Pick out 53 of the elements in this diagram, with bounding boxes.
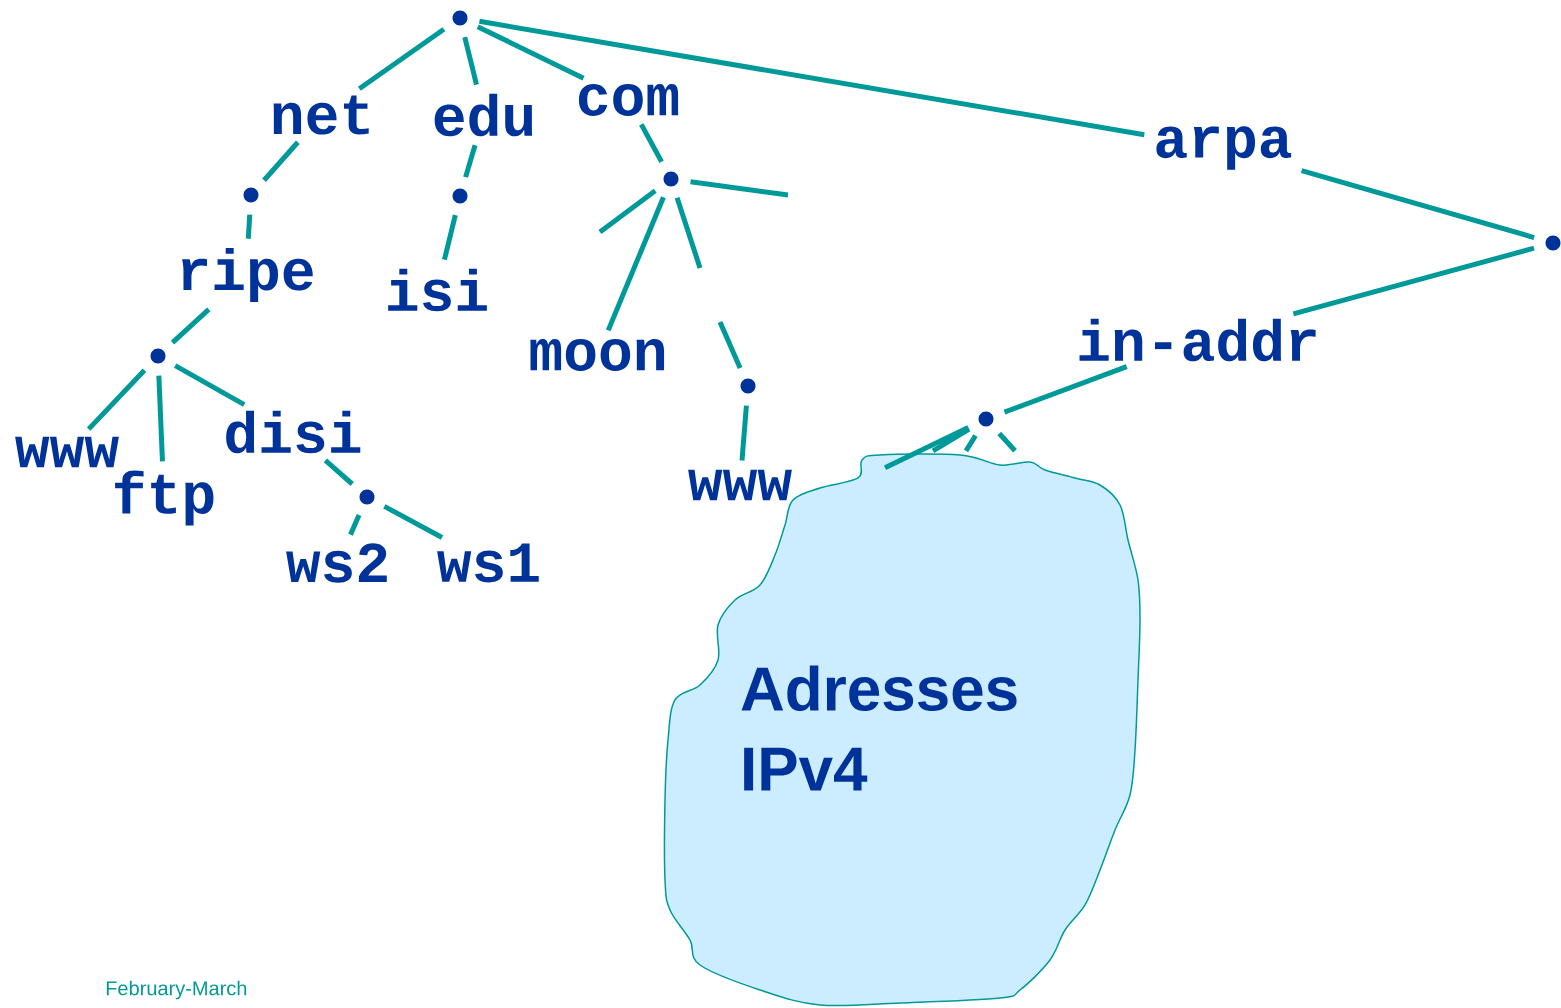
- domain-label: isi: [388, 268, 487, 312]
- domain-label: arpa: [1156, 126, 1292, 170]
- tree-line: [357, 27, 446, 91]
- tree-line: [605, 196, 666, 332]
- tree-line: [963, 434, 978, 453]
- tree-line: [476, 24, 585, 81]
- tree-line: [717, 321, 743, 369]
- tree-dot: [740, 378, 756, 394]
- domain-label: disi: [226, 410, 361, 454]
- tree-line: [1300, 168, 1535, 240]
- domain-label: www: [15, 436, 119, 468]
- domain-label: ws2: [286, 543, 387, 583]
- tree-line: [690, 179, 789, 198]
- tree-line: [86, 368, 147, 431]
- tree-line: [462, 36, 479, 86]
- tree-line: [1003, 364, 1128, 415]
- tree-line: [156, 375, 165, 462]
- tree-line: [997, 431, 1017, 453]
- tree-line: [383, 504, 444, 540]
- tree-line: [639, 123, 664, 163]
- tree-line: [245, 214, 253, 239]
- domain-label: com: [578, 84, 679, 116]
- tree-dot: [359, 489, 375, 505]
- tree-line: [1292, 245, 1535, 317]
- tree-dot: [452, 188, 468, 204]
- tree-line: [598, 188, 657, 234]
- tree-dot: [978, 411, 994, 427]
- domain-label: moon: [530, 339, 665, 371]
- domain-label: ftp: [115, 470, 214, 526]
- footer-note: February-March: [106, 980, 247, 1000]
- tree-line: [463, 144, 478, 178]
- domain-label: ws1: [437, 543, 539, 583]
- domain-label: edu: [434, 93, 533, 137]
- domain-label: in-addr: [1079, 318, 1316, 362]
- tree-line: [931, 427, 971, 453]
- tree-line: [323, 458, 354, 486]
- domain-label: www: [688, 469, 792, 501]
- domain-label: net: [273, 95, 369, 135]
- tree-dot: [1545, 235, 1561, 251]
- domain-label: ripe: [182, 247, 313, 302]
- tree-line: [674, 196, 703, 269]
- tree-line: [442, 214, 458, 261]
- tree-line: [883, 425, 970, 471]
- tree-line: [262, 140, 300, 182]
- tree-line: [479, 18, 1145, 138]
- tree-dot: [452, 10, 468, 26]
- tree-line: [173, 363, 246, 407]
- tree-dot: [150, 348, 166, 364]
- tree-line: [170, 307, 211, 345]
- tree-line: [348, 514, 362, 536]
- tree-dot: [243, 187, 259, 203]
- tree-dot: [663, 171, 679, 187]
- tree-line: [739, 405, 749, 461]
